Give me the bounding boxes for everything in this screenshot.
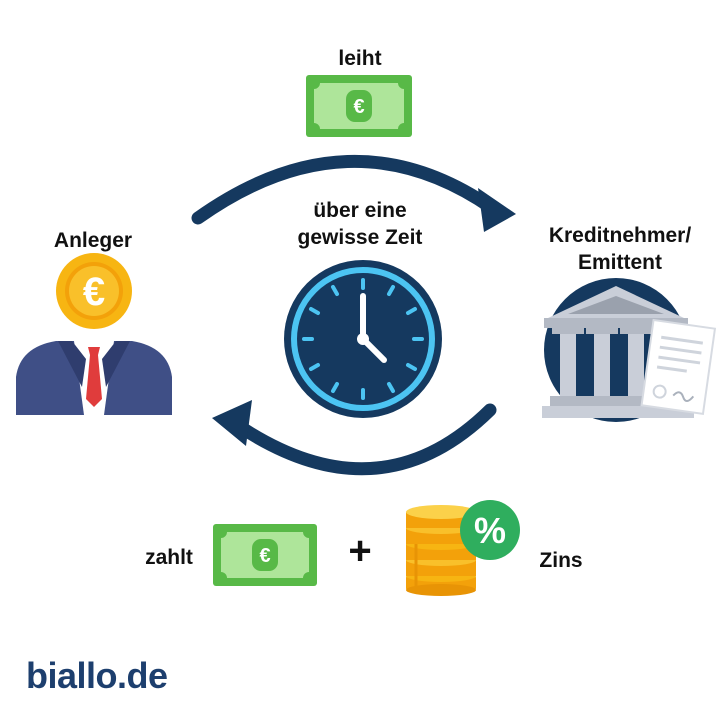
euro-banknote-icon: € [213,524,317,586]
duration-label-line1: über eine [313,199,407,222]
borrower-label: Kreditnehmer/ Emittent [522,222,718,276]
duration-label: über eine gewisse Zeit [262,197,458,251]
borrower-label-line2: Emittent [578,251,662,274]
lends-label: leiht [338,47,382,70]
interest-label: Zins [539,549,583,572]
pays-label: zahlt [145,546,193,569]
brand-logo: biallo.de [26,655,168,696]
coin-stack-percent-icon: % [406,500,520,596]
clock-icon [284,260,442,418]
svg-text:€: € [353,96,364,118]
svg-text:%: % [474,510,506,551]
svg-text:€: € [83,270,105,314]
borrower-label-line1: Kreditnehmer/ [548,224,692,247]
bank-building-icon [542,278,717,422]
investor-coin-head-icon: € [16,253,172,415]
euro-banknote-icon: € [306,75,412,137]
plus-sign: + [348,529,372,573]
investor-label: Anleger [53,229,133,252]
duration-label-line2: gewisse Zeit [297,226,423,249]
svg-text:€: € [259,545,270,567]
